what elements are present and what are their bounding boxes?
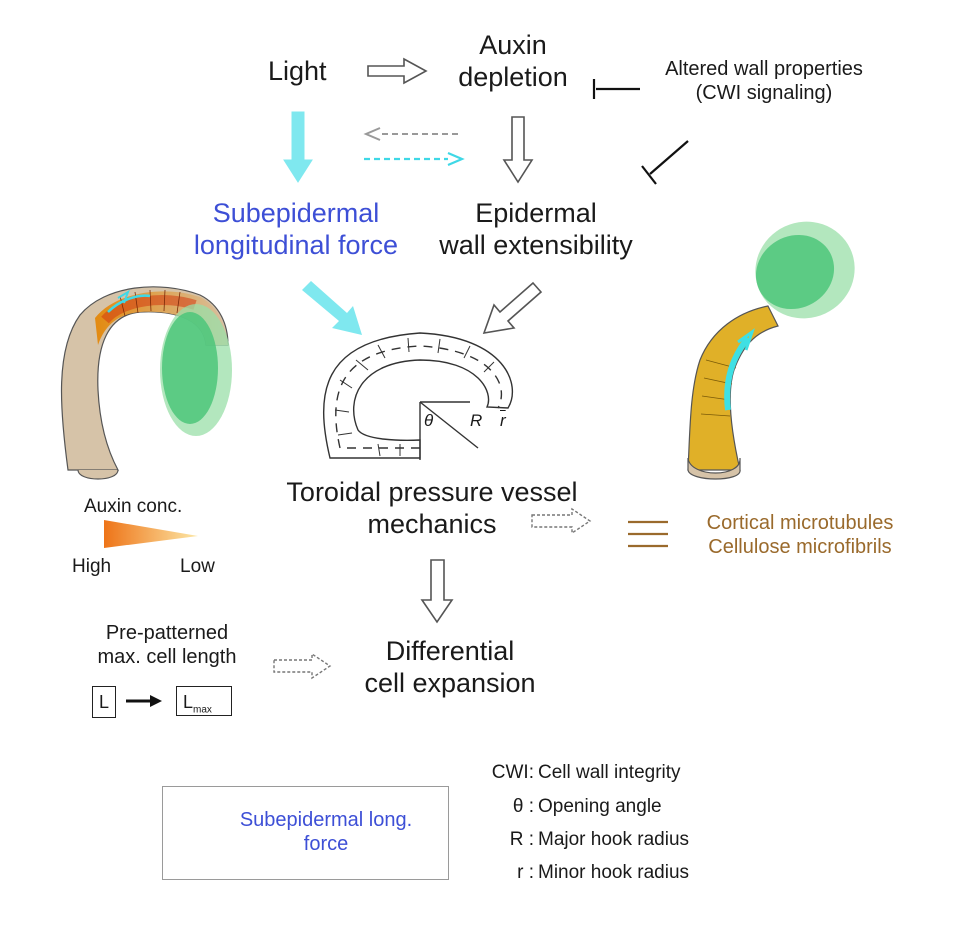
node-altered-line2: (CWI signaling) <box>695 81 833 104</box>
auxin-low-label: Low <box>180 556 215 577</box>
node-toroidal: Toroidal pressure vessel mechanics <box>262 477 602 541</box>
glossary-r-text: Minor hook radius <box>538 862 690 883</box>
glossary-theta: θ :Opening angle <box>490 796 662 818</box>
cell-length-Lmax: L <box>183 692 194 712</box>
node-differential-line2: cell expansion <box>364 667 536 698</box>
glossary-r-key: r : <box>517 862 534 883</box>
cell-length-box: L <box>92 686 116 718</box>
legend-box <box>162 786 449 880</box>
node-toroidal-line2: mechanics <box>367 508 497 539</box>
node-cortical-line1: Cortical microtubules <box>706 512 894 534</box>
right-hook-illustration <box>687 221 855 480</box>
node-prepatterned-line2: max. cell length <box>97 645 237 668</box>
arrow-light-to-auxin <box>367 57 428 85</box>
inhibit-wall-to-auxin <box>592 79 640 99</box>
glossary-theta-text: Opening angle <box>538 796 662 817</box>
dashed-arrow-grey <box>363 127 458 141</box>
cell-length-L: L <box>98 692 109 712</box>
arrow-light-to-subepidermal <box>283 111 313 183</box>
auxin-gradient-wedge <box>104 520 198 548</box>
auxin-conc-title: Auxin conc. <box>84 496 183 517</box>
dotted-arrow-cortical-to-torus <box>531 507 592 535</box>
torus-R-label: R <box>470 411 483 430</box>
node-light: Light <box>268 56 327 86</box>
legend-force-line2: force <box>303 832 349 855</box>
arrow-auxin-to-epidermal <box>502 116 534 184</box>
node-auxin-line2: depletion <box>458 61 568 92</box>
glossary-R-key: R : <box>509 829 534 850</box>
glossary-theta-key: θ : <box>512 796 534 817</box>
node-differential-line1: Differential <box>385 636 515 666</box>
arrow-epidermal-to-torus <box>482 281 543 335</box>
glossary-cwi-text: Cell wall integrity <box>538 762 681 783</box>
arrow-torus-to-differential <box>420 559 454 624</box>
node-prepatterned-line1: Pre-patterned <box>105 622 229 644</box>
node-toroidal-line1: Toroidal pressure vessel <box>286 477 578 507</box>
torus-theta-label: θ <box>424 411 434 430</box>
node-epidermal-line1: Epidermal <box>475 198 597 228</box>
node-subepidermal-line2: longitudinal force <box>193 229 399 260</box>
glossary-R-text: Major hook radius <box>538 829 690 850</box>
dotted-arrow-prepattern-to-differential <box>273 652 332 680</box>
arrow-subepidermal-to-torus <box>302 281 362 335</box>
node-altered-line1: Altered wall properties <box>665 58 863 80</box>
node-epidermal-line2: wall extensibility <box>439 229 633 260</box>
node-cortical-line2: Cellulose microfibrils <box>708 535 892 558</box>
cell-length-Lmax-sub: max <box>193 704 212 716</box>
node-epidermal-wall: Epidermal wall extensibility <box>426 198 646 262</box>
glossary-R: R :Major hook radius <box>490 829 689 851</box>
node-altered-wall: Altered wall properties (CWI signaling) <box>644 58 884 105</box>
auxin-high-label: High <box>72 556 112 577</box>
dashed-arrow-cyan <box>364 151 465 167</box>
torus-r-label: r <box>500 411 506 430</box>
torus-illustration <box>322 332 513 460</box>
inhibit-wall-to-epidermal <box>641 140 689 185</box>
node-subepidermal-line1: Subepidermal <box>212 198 380 228</box>
legend-force-line1: Subepidermal long. <box>239 809 413 831</box>
glossary-r: r :Minor hook radius <box>490 862 689 884</box>
node-prepatterned: Pre-patterned max. cell length <box>72 622 262 669</box>
left-hook-illustration <box>60 286 232 480</box>
node-differential: Differential cell expansion <box>352 636 548 700</box>
glossary-cwi-key: CWI: <box>491 762 534 783</box>
glossary-cwi: CWI:Cell wall integrity <box>490 762 681 784</box>
node-cortical: Cortical microtubules Cellulose microfib… <box>680 512 920 559</box>
legend-force-label: Subepidermal long. force <box>206 809 446 856</box>
node-auxin-line1: Auxin <box>479 30 547 60</box>
cell-length-max-box: Lmax <box>176 686 232 716</box>
node-auxin-depletion: Auxin depletion <box>448 30 578 94</box>
microtubule-lines-icon <box>628 520 668 548</box>
length-arrow <box>126 695 162 707</box>
node-subepidermal-force: Subepidermal longitudinal force <box>176 198 416 262</box>
